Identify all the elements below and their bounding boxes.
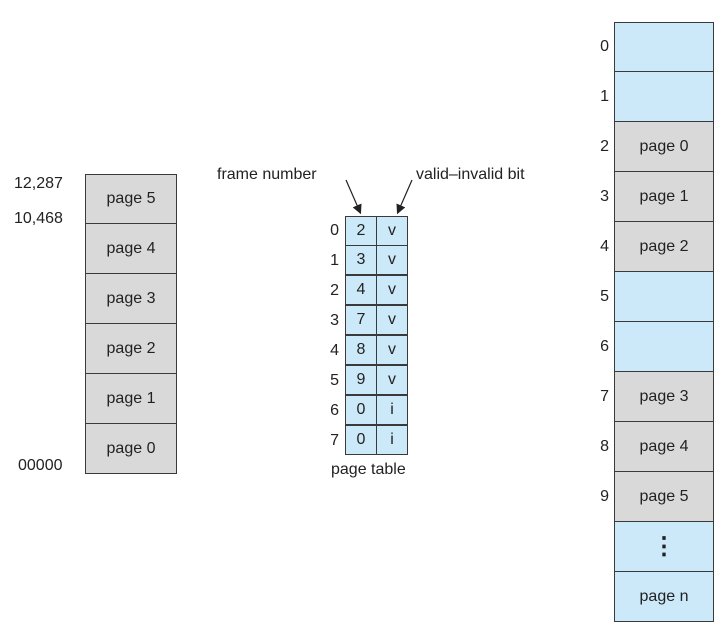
valid-bit-cell: i [376, 395, 408, 425]
frame-number-arrow [345, 179, 362, 215]
page-table-index: 0 [330, 222, 339, 239]
frame-number-cell: 3 [345, 245, 377, 275]
logical-page-block: page 1 [85, 374, 177, 424]
address-label-bottom: 00000 [18, 457, 63, 474]
physical-memory: 0 1 2 page 0 3 page 1 4 page 2 5 6 7 page 3 8 page 4 9… [600, 22, 714, 622]
frame-label: page 3 [639, 387, 689, 405]
physical-frame: 0 [600, 22, 714, 72]
frame-number-label: frame number [217, 166, 317, 183]
frame-index: 5 [600, 287, 609, 305]
page-table-index: 5 [330, 372, 339, 389]
frame-label: ⋮ [652, 533, 676, 560]
valid-bit-cell: i [376, 425, 408, 455]
frame-label: page n [639, 587, 689, 605]
frame-label: page 5 [639, 487, 689, 505]
frame-index: 6 [600, 337, 609, 355]
frame-index: 0 [600, 38, 609, 55]
logical-page-block: page 5 [85, 174, 177, 224]
valid-bit-cell: v [376, 216, 408, 246]
logical-page-block: page 2 [85, 324, 177, 374]
valid-bit-arrow [396, 179, 413, 215]
page-table-index: 2 [330, 282, 339, 299]
physical-frame: 3 page 1 [600, 172, 714, 222]
address-label-upper: 10,468 [14, 210, 63, 227]
frame-index: 4 [600, 237, 609, 255]
frame-index: 8 [600, 437, 609, 455]
valid-bit-cell: v [376, 305, 408, 335]
valid-bit-cell: v [376, 275, 408, 305]
valid-bit-cell: v [376, 245, 408, 275]
frame-number-cell: 0 [345, 425, 377, 455]
page-table-index: 6 [330, 402, 339, 419]
page-table-caption: page table [331, 461, 406, 478]
page-table-index: 4 [330, 342, 339, 359]
frame-label: page 4 [639, 437, 689, 455]
physical-frame: 5 [600, 272, 714, 322]
frame-index: 7 [600, 387, 609, 405]
valid-bit-cell: v [376, 365, 408, 395]
frame-index: 2 [600, 137, 609, 155]
physical-frame: 8 page 4 [600, 422, 714, 472]
valid-invalid-bit-label: valid–invalid bit [416, 166, 525, 183]
frame-label: page 2 [639, 237, 689, 255]
page-table-index: 7 [330, 432, 339, 449]
frame-number-cell: 7 [345, 305, 377, 335]
physical-frame: 9 page 5 [600, 472, 714, 522]
physical-frame: 2 page 0 [600, 122, 714, 172]
frame-index: 1 [600, 87, 609, 105]
physical-frame: 7 page 3 [600, 372, 714, 422]
frame-number-cell: 0 [345, 395, 377, 425]
page-table-index: 3 [330, 312, 339, 329]
frame-number-cell: 2 [345, 216, 377, 246]
logical-page-block: page 0 [85, 424, 177, 474]
physical-frame: 6 [600, 322, 714, 372]
physical-frame: 4 page 2 [600, 222, 714, 272]
page-table-index: 1 [330, 252, 339, 269]
frame-number-cell: 8 [345, 335, 377, 365]
frame-index: 9 [600, 487, 609, 505]
address-label-top: 12,287 [14, 175, 63, 192]
physical-frame: page n [614, 572, 714, 622]
valid-bit-cell: v [376, 335, 408, 365]
logical-page-block: page 4 [85, 224, 177, 274]
frame-label: page 1 [639, 187, 689, 205]
physical-frame: 1 [600, 72, 714, 122]
physical-frame: ⋮ [614, 522, 714, 572]
frame-index: 3 [600, 187, 609, 205]
logical-page-block: page 3 [85, 274, 177, 324]
frame-number-cell: 9 [345, 365, 377, 395]
frame-number-cell: 4 [345, 275, 377, 305]
frame-label: page 0 [639, 137, 689, 155]
